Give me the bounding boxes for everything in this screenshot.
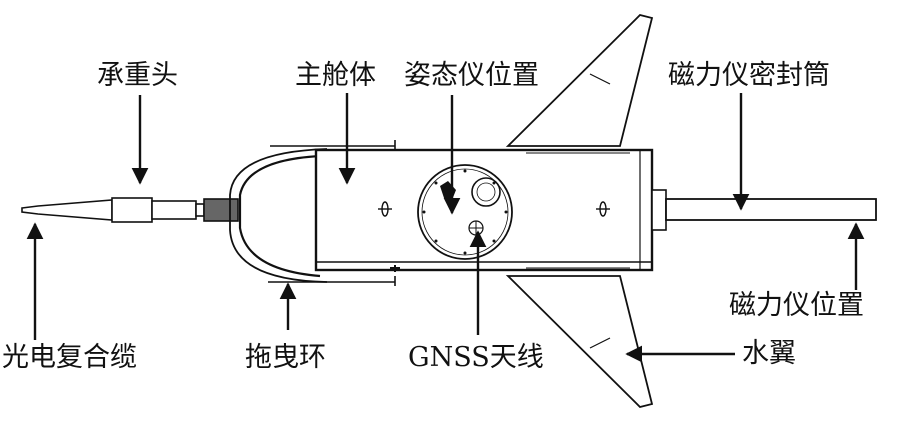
label-main-hull: 主舱体: [295, 60, 376, 91]
label-gnss-antenna: GNSS天线: [408, 342, 544, 373]
label-tow-ring: 拖曳环: [245, 342, 326, 373]
label-mag-position: 磁力仪位置: [729, 290, 864, 321]
label-hydrofoil: 水翼: [742, 338, 796, 369]
cable-head-assembly: [21, 197, 239, 223]
connector: [203, 198, 239, 222]
lower-fin: [505, 275, 654, 408]
mag-tube: [665, 198, 877, 221]
label-mag-sealed-tube: 磁力仪密封筒: [668, 60, 830, 91]
upper-fin: [505, 14, 654, 147]
label-attitude-position: 姿态仪位置: [404, 60, 539, 91]
bearing-head-body: [111, 197, 153, 223]
tow-ring-shape: [238, 154, 321, 278]
cable-cone: [21, 199, 113, 221]
label-bearing-head: 承重头: [97, 60, 178, 91]
attitude-plate: [417, 164, 513, 260]
label-photoelectric-cable: 光电复合缆: [2, 342, 137, 373]
bearing-head-sleeve: [151, 200, 197, 220]
